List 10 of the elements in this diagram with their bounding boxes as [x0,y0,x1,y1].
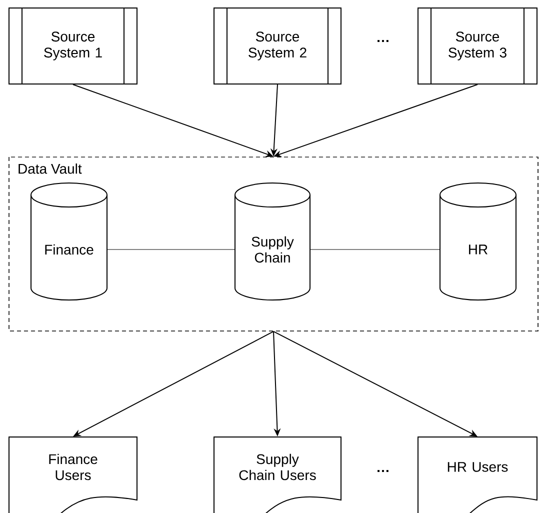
connector-line [310,249,440,250]
connector-line [107,249,235,250]
ellipsis: … [378,470,388,472]
database-cylinder: Supply Chain [234,182,310,300]
database-cylinder: HR [440,182,516,300]
ellipsis: … [378,40,388,42]
source-system-box: Source System 2 [214,8,342,84]
source-system-box: Source System 3 [418,8,538,84]
database-cylinder: Finance [30,182,108,300]
source-system-box: Source System 1 [8,8,138,84]
